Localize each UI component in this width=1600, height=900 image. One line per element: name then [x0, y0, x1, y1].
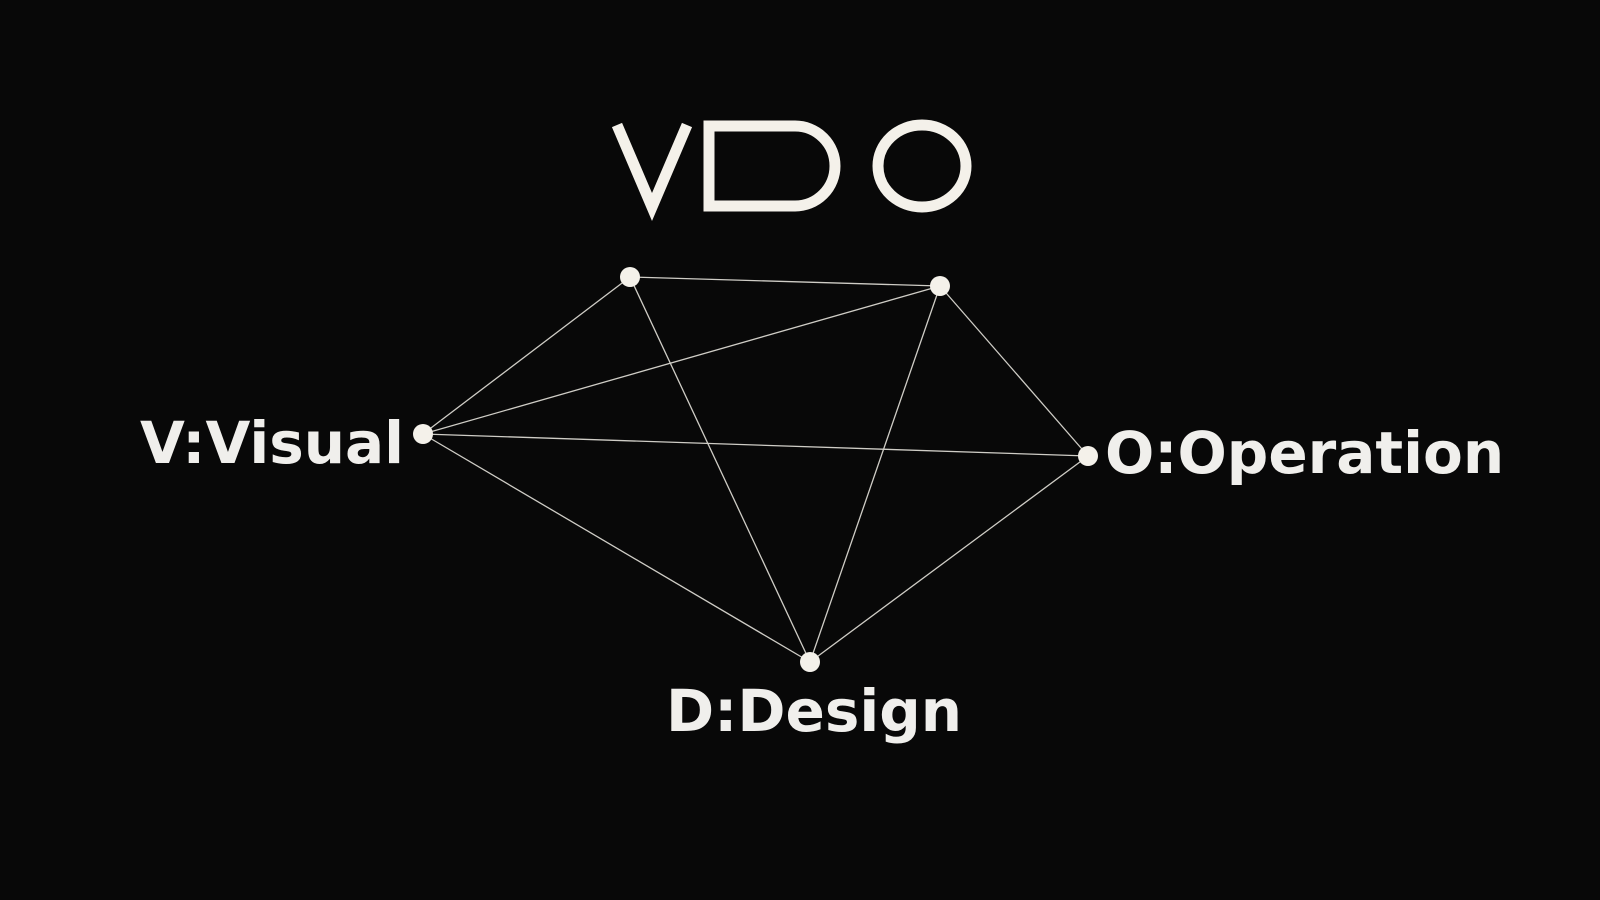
label-design: D:Design — [666, 677, 963, 745]
node-top-right — [930, 276, 950, 296]
edge-top-right-visual — [422, 285, 941, 435]
edge-top-right-operation — [939, 285, 1089, 457]
network-edges — [422, 276, 1089, 663]
logo-letter-o — [872, 119, 972, 213]
edge-operation-design — [809, 455, 1089, 663]
logo-letter-d — [703, 120, 841, 212]
edge-top-left-design — [629, 276, 811, 663]
label-operation: O:Operation — [1105, 419, 1505, 487]
label-visual: V:Visual — [140, 409, 405, 477]
vdo-logo — [611, 119, 972, 222]
edge-visual-operation — [422, 433, 1089, 457]
logo-letter-v — [611, 122, 693, 222]
edge-top-left-visual — [422, 276, 631, 435]
node-design — [800, 652, 820, 672]
edge-top-left-top-right — [629, 276, 941, 287]
node-visual — [413, 424, 433, 444]
node-operation — [1078, 446, 1098, 466]
edge-visual-design — [422, 433, 811, 663]
edge-top-right-design — [809, 285, 941, 663]
network-nodes — [413, 267, 1098, 672]
node-top-left — [620, 267, 640, 287]
